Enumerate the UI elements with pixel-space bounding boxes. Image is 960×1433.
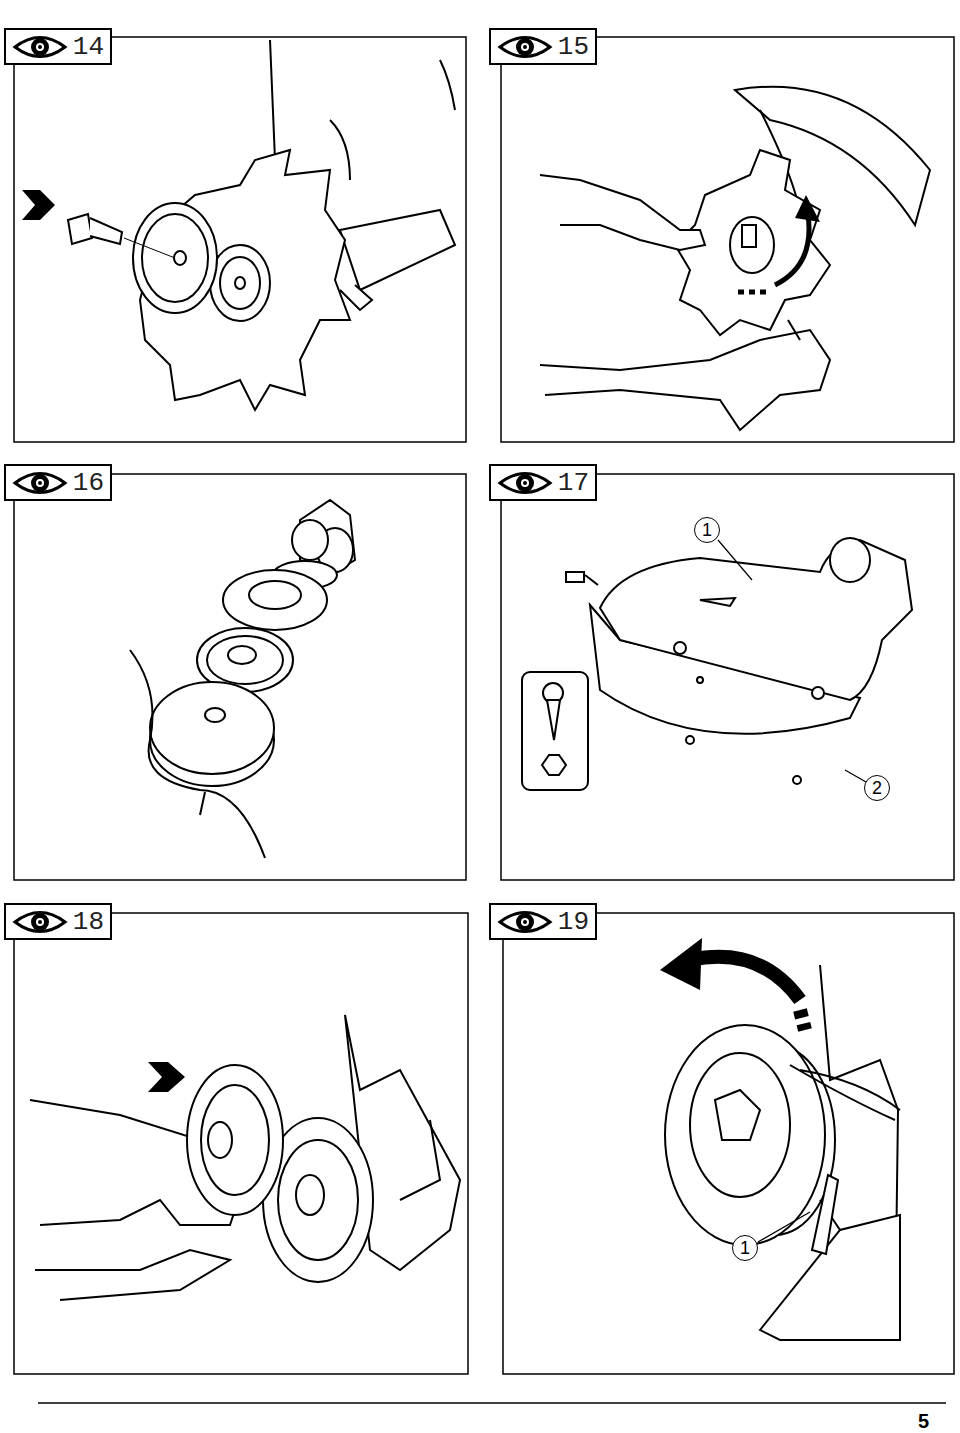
blade-removal [540, 87, 930, 430]
figure-tag: 17 [489, 464, 597, 501]
figure-number: 16 [73, 470, 104, 496]
callout-circle: 2 [864, 775, 890, 801]
rotation-arrow [775, 215, 809, 285]
callout-number: 1 [740, 1239, 750, 1257]
callout-circle: 1 [694, 517, 720, 543]
figure-number: 15 [558, 34, 589, 60]
figure-number: 18 [73, 909, 104, 935]
panel-frame [501, 37, 954, 442]
rotation-arrow [738, 290, 770, 295]
footer-rule [38, 1402, 946, 1404]
callout-number: 2 [872, 779, 882, 797]
figure-tag: 15 [489, 28, 597, 65]
spool-tightening [665, 965, 900, 1340]
blade-assembly [68, 40, 455, 410]
eye-icon [496, 32, 554, 62]
spool-fitting [30, 1015, 460, 1300]
eye-icon [11, 468, 69, 498]
panel-frame [501, 474, 954, 880]
leader-line [758, 1212, 810, 1242]
figure-tag: 16 [4, 464, 112, 501]
leader-line [718, 540, 866, 782]
panel-frame [14, 474, 466, 880]
rotation-arrow [660, 938, 702, 990]
eye-icon [496, 907, 554, 937]
direction-arrow [22, 190, 55, 220]
rotation-arrow [800, 1010, 805, 1030]
figure-number: 17 [558, 470, 589, 496]
panel-frame [503, 913, 954, 1374]
callout-circle: 1 [732, 1235, 758, 1261]
rotation-arrow [795, 195, 820, 222]
callout-number: 1 [702, 521, 712, 539]
direction-arrow [148, 1062, 185, 1092]
eye-icon [496, 468, 554, 498]
spool-exploded [130, 500, 355, 858]
figure-number: 14 [73, 34, 104, 60]
eye-icon [11, 32, 69, 62]
panel-frame [14, 913, 468, 1374]
figure-tag: 18 [4, 903, 112, 940]
figure-number: 19 [558, 909, 589, 935]
guard-assembly [522, 538, 912, 790]
eye-icon [11, 907, 69, 937]
figure-tag: 14 [4, 28, 112, 65]
rotation-arrow [690, 957, 800, 1000]
page-number: 5 [918, 1410, 929, 1433]
figure-tag: 19 [489, 903, 597, 940]
panel-frame [14, 37, 466, 442]
